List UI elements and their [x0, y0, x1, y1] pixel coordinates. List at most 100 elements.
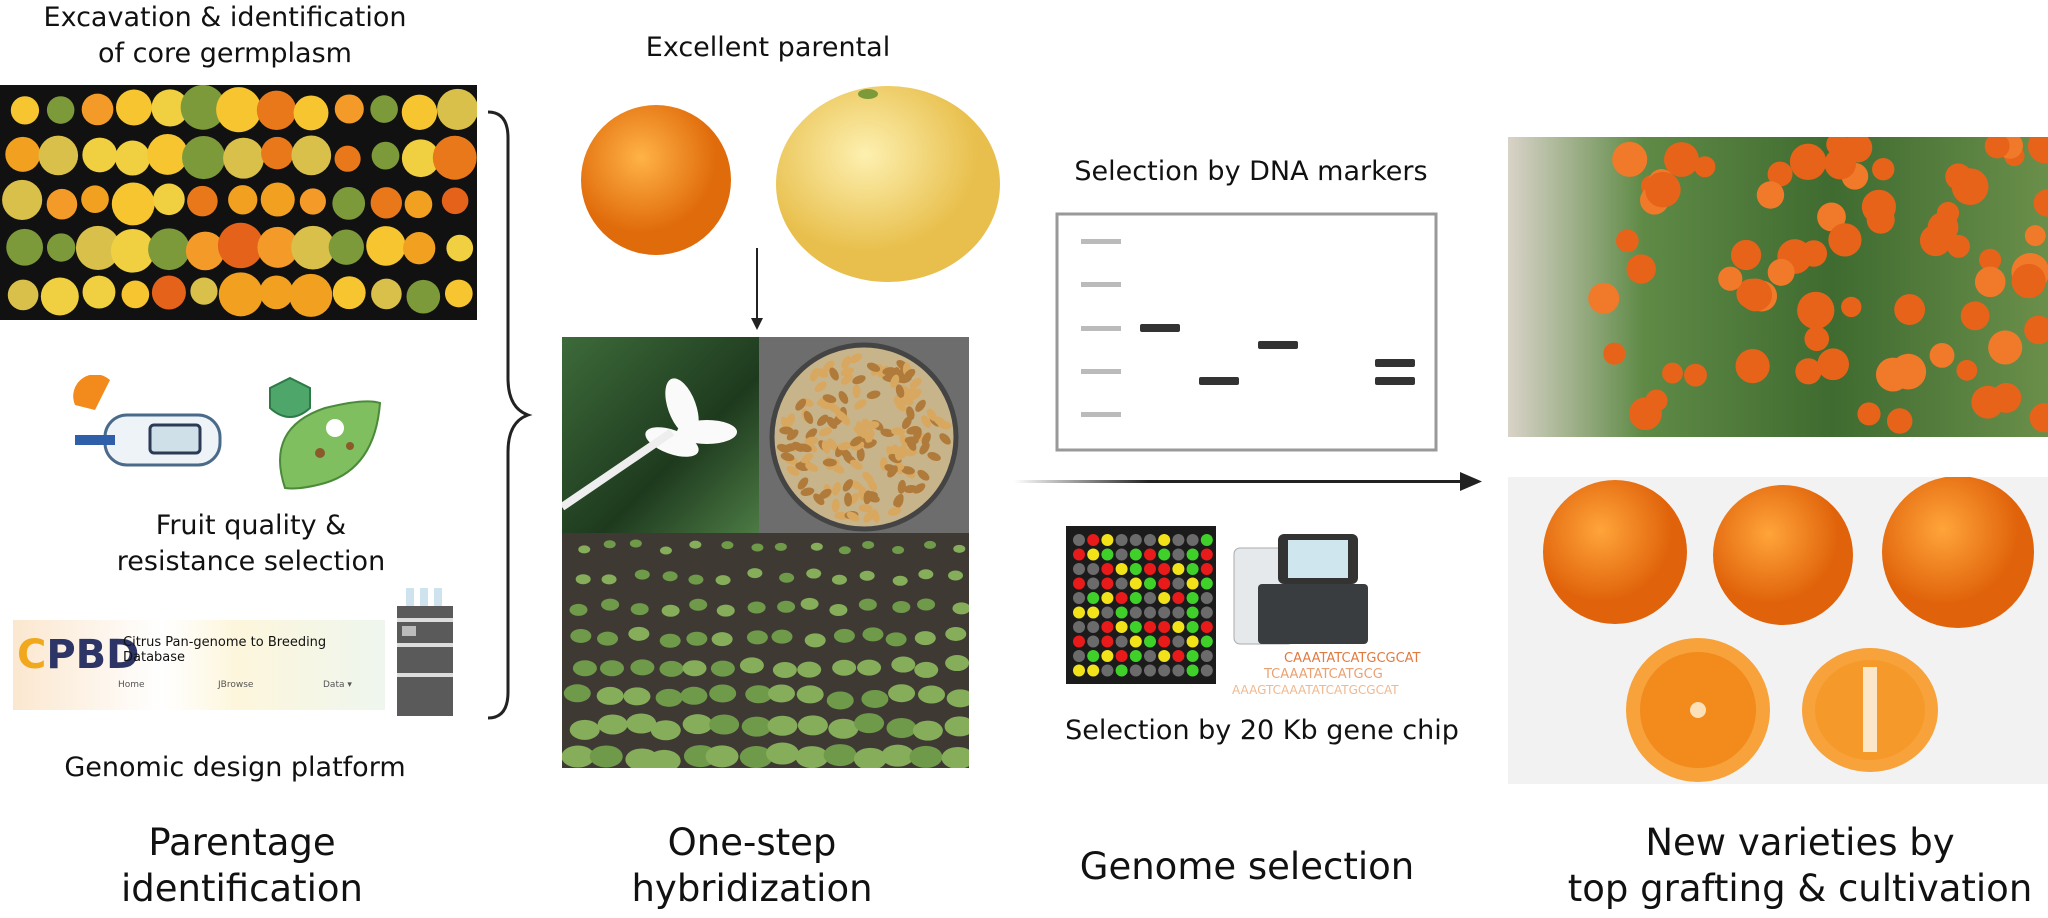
seedling: [589, 745, 623, 768]
seed: [846, 511, 860, 522]
nav-jbrowse[interactable]: JBrowse: [218, 680, 254, 690]
tree-orange: [1615, 229, 1639, 253]
seed: [852, 384, 861, 399]
seedling: [688, 574, 704, 585]
chip-spot: [1158, 664, 1171, 677]
seedling: [650, 720, 681, 741]
tree-orange: [1936, 201, 1960, 225]
seedling: [630, 603, 649, 616]
seedling: [575, 574, 591, 585]
tree-orange: [1694, 156, 1716, 178]
citrus-fruit: [38, 135, 79, 176]
long-right-arrow: [1014, 472, 1482, 491]
seedling: [853, 747, 887, 768]
seedling: [953, 544, 966, 553]
seed: [905, 387, 917, 400]
chip-spot: [1073, 548, 1085, 561]
chip-spot: [1115, 563, 1128, 575]
glucometer-icon: [73, 375, 222, 467]
seedling: [881, 744, 915, 767]
seedling: [833, 628, 855, 643]
seedling: [578, 545, 591, 554]
chip-spot: [1186, 548, 1199, 561]
tree-orange: [1857, 402, 1881, 426]
stage-parentage: Parentage identification: [121, 821, 363, 910]
citrus-fruit: [115, 140, 151, 176]
nav-data[interactable]: Data ▾: [323, 680, 352, 690]
chip-spot: [1129, 548, 1142, 561]
citrus-fruit: [82, 137, 118, 173]
seedling: [797, 661, 822, 678]
chip-spot: [1200, 664, 1213, 677]
nav-home[interactable]: Home: [118, 680, 145, 690]
seedling: [603, 540, 616, 549]
seedling: [647, 749, 681, 768]
chip-spot: [1087, 621, 1100, 633]
chip-spot: [1087, 548, 1100, 561]
tree-orange: [1756, 181, 1785, 209]
seed: [795, 398, 807, 411]
chip-spot: [1158, 548, 1171, 561]
tree-orange: [1872, 158, 1895, 181]
seedling: [689, 540, 702, 549]
seed: [856, 447, 865, 462]
chip-spot: [1087, 592, 1100, 604]
chip-spot: [1186, 606, 1199, 619]
seedling: [806, 568, 822, 579]
chip-spot: [1115, 621, 1128, 633]
sample-bands: [1140, 324, 1415, 385]
seed: [803, 410, 814, 424]
seedling: [767, 684, 795, 703]
seed: [937, 420, 952, 430]
citrus-fruit: [403, 232, 436, 265]
seedling: [682, 714, 713, 735]
citrus-fruit: [7, 279, 39, 311]
tree-orange: [2033, 189, 2048, 217]
seedling: [710, 660, 735, 677]
tree-orange: [1767, 258, 1795, 286]
seedling: [858, 598, 877, 611]
seedling: [886, 718, 917, 739]
tree-orange: [1974, 266, 2006, 298]
chip-spot: [1101, 592, 1114, 604]
seedling: [705, 745, 739, 768]
seedling: [885, 632, 907, 647]
chip-spot: [1073, 621, 1085, 633]
citrus-fruit: [291, 225, 335, 270]
tree-orange: [1626, 254, 1656, 284]
seedling: [596, 686, 624, 705]
citrus-fruit: [257, 226, 299, 268]
seedling: [861, 689, 889, 708]
seed: [865, 421, 880, 430]
tree-orange: [1612, 141, 1648, 177]
seedling: [709, 714, 740, 735]
orange-tree-photo: [1508, 137, 2048, 437]
seed: [831, 498, 840, 513]
seedling: [941, 746, 969, 768]
chip-spot: [1144, 534, 1156, 546]
chip-spot: [1101, 548, 1114, 561]
cpbd-database-banner[interactable]: CPBD Citrus Pan-genome to Breeding Datab…: [13, 620, 385, 710]
citrus-fruit: [291, 135, 332, 176]
chip-spot: [1158, 606, 1171, 619]
chip-spot: [1115, 635, 1128, 648]
seed: [939, 433, 951, 445]
chip-spot: [1186, 534, 1199, 546]
seedling: [854, 713, 885, 734]
seedling: [569, 603, 588, 616]
seedling: [682, 660, 707, 677]
chip-spot: [1144, 548, 1156, 561]
seedling: [662, 571, 678, 582]
seed: [895, 384, 905, 399]
seed: [921, 432, 931, 446]
seed: [854, 399, 867, 410]
citrus-fruit: [289, 273, 333, 317]
citrus-fruit: [334, 94, 364, 124]
seedling: [892, 600, 911, 613]
pollination-photo: [562, 337, 759, 533]
database-title: Citrus Pan-genome to Breeding Database: [123, 635, 327, 665]
seed: [818, 427, 833, 437]
seed: [863, 491, 878, 500]
seedling: [795, 746, 829, 768]
seed: [890, 374, 900, 389]
